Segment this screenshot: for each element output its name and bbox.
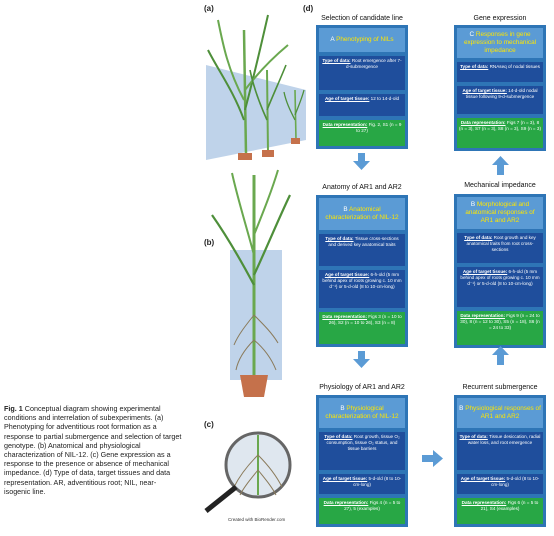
box-header: C Responses in gene expression to mechan…	[457, 28, 543, 58]
arrow-right-icon	[422, 450, 443, 467]
panel-a-illustration	[206, 14, 306, 160]
age-of-target-tissue: Age of target tissue: 12 to 14-d-old	[319, 94, 405, 116]
data-representation: Data representation: Figs 4 (n = 5 to 27…	[319, 498, 405, 524]
arrow-up-icon	[492, 156, 509, 175]
type-of-data: Type of data: Root growth and key anatom…	[457, 233, 543, 263]
data-representation: Data representation: Figs 7 (n = 3), 8 (…	[457, 118, 543, 148]
panel-label-c: (c)	[204, 420, 214, 429]
age-of-target-tissue: Age of target tissue: 5-d-old (8 to 10-c…	[457, 474, 543, 494]
arrow-down-icon	[353, 351, 370, 368]
box-anatomical-characterization: B Anatomical characterization of NIL-12 …	[316, 195, 408, 347]
box-header: B Physiological characterization of NIL-…	[319, 398, 405, 428]
title-physiology-ar: Physiology of AR1 and AR2	[319, 384, 405, 391]
panel-label-a: (a)	[204, 4, 214, 13]
box-header: B Morphological and anatomical responses…	[457, 197, 543, 229]
title-selection-candidate-line: Selection of candidate line	[321, 15, 403, 22]
data-representation: Data representation: Figs 6 (n = 5 to 21…	[457, 498, 543, 524]
panel-label-b: (b)	[204, 238, 215, 247]
type-of-data: Type of data: Tissue desiccation, radial…	[457, 432, 543, 470]
title-recurrent-submergence: Recurrent submergence	[462, 384, 538, 391]
box-header: B Anatomical characterization of NIL-12	[319, 198, 405, 230]
box-header: A Phenotyping of NILs	[319, 28, 405, 52]
data-representation: Data representation: Fig. 2, S1 (n = 9 t…	[319, 120, 405, 146]
type-of-data: Type of data: Root emergence after 7-d-s…	[319, 56, 405, 90]
box-gene-expression: C Responses in gene expression to mechan…	[454, 25, 546, 151]
data-representation: Data representation: Figs 3 (n = 10 to 2…	[319, 312, 405, 344]
data-representation: Data representation: Figs 9 (n = 24 to 3…	[457, 311, 543, 345]
panel-c-illustration	[204, 431, 292, 513]
box-phenotyping: A Phenotyping of NILs Type of data: Root…	[316, 25, 408, 149]
box-physiological-responses: B Physiological responses of AR1 and AR2…	[454, 395, 546, 527]
title-mechanical-impedance: Mechanical impedance	[464, 182, 536, 189]
box-header: B Physiological responses of AR1 and AR2	[457, 398, 543, 428]
box-morphological-anatomical-responses: B Morphological and anatomical responses…	[454, 194, 546, 348]
rice-plant-small	[283, 89, 305, 144]
title-gene-expression: Gene expression	[473, 15, 527, 22]
age-of-target-tissue: Age of target tissue: 14-d-old nodal tis…	[457, 86, 543, 114]
biorender-credit: Created with BioRender.com	[228, 517, 286, 522]
magnifier-handle	[204, 485, 238, 513]
arrow-up-icon	[492, 346, 509, 365]
age-of-target-tissue: Age of target tissue: 6-h-old (5 mm behi…	[319, 270, 405, 308]
type-of-data: Type of data: Root growth, tissue O₂ con…	[319, 432, 405, 470]
water-level-shape	[206, 65, 306, 160]
type-of-data: Type of data: RNAseq of nodal tissues	[457, 62, 543, 82]
rice-plant-medium	[249, 64, 287, 157]
box-physiological-characterization: B Physiological characterization of NIL-…	[316, 395, 408, 527]
title-anatomy-ar: Anatomy of AR1 and AR2	[322, 184, 402, 191]
figure-caption: Fig. 1 Conceptual diagram showing experi…	[4, 404, 182, 496]
arrow-down-icon	[353, 153, 370, 170]
rice-plant	[211, 169, 291, 375]
type-of-data: Type of data: Tissue cross-sections and …	[319, 234, 405, 266]
panel-b-illustration	[211, 169, 291, 397]
plant-pot	[240, 375, 268, 397]
age-of-target-tissue: Age of target tissue: 5-d-old (8 to 10-c…	[319, 474, 405, 494]
caption-lead: Fig. 1	[4, 404, 23, 413]
age-of-target-tissue: Age of target tissue: 6-h-old (5 mm behi…	[457, 267, 543, 307]
caption-text: Conceptual diagram showing experimental …	[4, 404, 182, 496]
panel-label-d: (d)	[303, 4, 314, 13]
rice-plant-large	[207, 14, 289, 160]
